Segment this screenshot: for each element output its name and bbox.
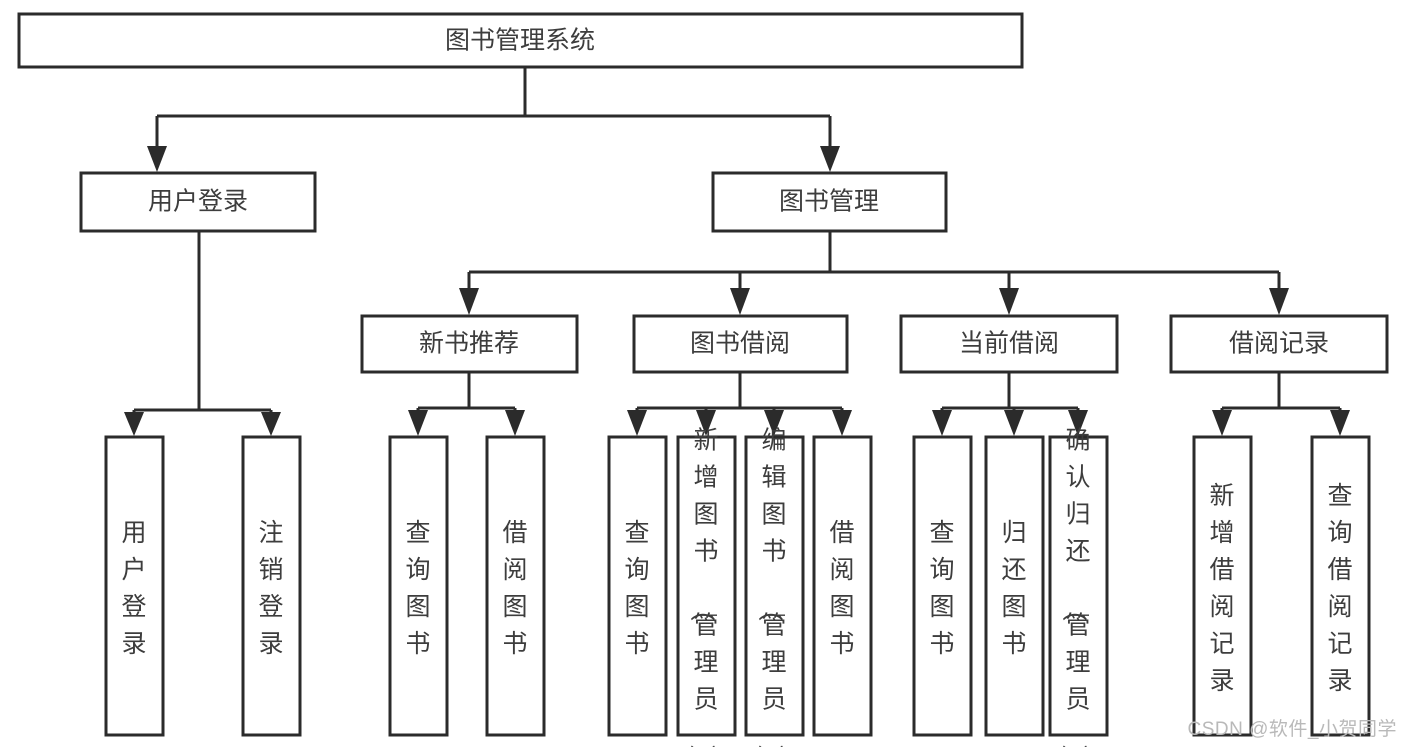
node-leaf-query-book-2[interactable]: 查询图书 — [607, 435, 668, 737]
arrow-head-leaf-edit-book — [764, 410, 784, 436]
node-borrow-record-label: 借阅记录 — [1229, 330, 1329, 358]
arrow-head-leaf-add-record — [1212, 410, 1232, 436]
arrow-head-leaf-query-book-2 — [627, 410, 647, 436]
node-user-login-box[interactable] — [79, 171, 317, 233]
node-leaf-borrow-book-2-label: 借阅图书 — [829, 519, 854, 658]
node-borrow-record-box[interactable] — [1169, 314, 1389, 374]
node-new-book-recommend[interactable]: 新书推荐 — [360, 314, 579, 374]
arrow-head-leaf-query-book-1 — [408, 410, 428, 436]
node-leaf-query-book-3[interactable]: 查询图书 — [912, 435, 973, 737]
connector-layer — [124, 67, 1350, 436]
arrow-head-borrow-record — [1269, 288, 1289, 315]
node-leaf-confirm-return-label: 确认归还（管理员） — [1059, 426, 1090, 747]
node-leaf-user-login-box[interactable] — [104, 435, 165, 737]
node-leaf-query-book-2-label: 查询图书 — [624, 519, 649, 658]
node-root-box[interactable] — [17, 12, 1024, 69]
node-leaf-query-record-label: 查询借阅记录 — [1327, 482, 1352, 695]
node-leaf-user-logout[interactable]: 注销登录 — [241, 435, 302, 737]
node-leaf-confirm-return-box[interactable] — [1048, 435, 1109, 737]
node-leaf-add-record-box[interactable] — [1192, 435, 1253, 737]
arrow-head-leaf-user-logout — [261, 412, 281, 436]
node-leaf-query-book-1-box[interactable] — [388, 435, 449, 737]
node-leaf-query-book-3-box[interactable] — [912, 435, 973, 737]
node-leaf-borrow-book-2-box[interactable] — [812, 435, 873, 737]
node-user-login-label: 用户登录 — [148, 188, 248, 216]
arrow-head-current-borrow — [999, 288, 1019, 315]
node-leaf-return-book-label: 归还图书 — [1001, 519, 1026, 658]
node-new-book-recommend-label: 新书推荐 — [419, 330, 519, 358]
node-leaf-add-record[interactable]: 新增借阅记录 — [1192, 435, 1253, 737]
node-leaf-borrow-book-1-label: 借阅图书 — [502, 519, 527, 658]
node-current-borrow-label: 当前借阅 — [959, 330, 1059, 358]
node-book-borrow-label: 图书借阅 — [690, 330, 790, 358]
node-current-borrow[interactable]: 当前借阅 — [899, 314, 1119, 374]
node-book-management-box[interactable] — [711, 171, 948, 233]
node-leaf-add-book-box[interactable] — [676, 435, 737, 737]
node-leaf-query-book-1-label: 查询图书 — [405, 519, 430, 658]
node-leaf-edit-book-label: 编辑图书（管理员） — [755, 426, 786, 747]
arrow-head-leaf-return-book — [1004, 410, 1024, 436]
node-leaf-borrow-book-1[interactable]: 借阅图书 — [485, 435, 546, 737]
node-new-book-recommend-box[interactable] — [360, 314, 579, 374]
arrow-head-book-borrow — [730, 288, 750, 315]
node-book-management-label: 图书管理 — [779, 188, 879, 216]
arrow-head-book-management — [820, 146, 840, 172]
node-leaf-user-logout-box[interactable] — [241, 435, 302, 737]
arrow-head-leaf-query-record — [1330, 410, 1350, 436]
node-leaf-query-book-2-box[interactable] — [607, 435, 668, 737]
node-root[interactable]: 图书管理系统 — [17, 12, 1024, 69]
node-leaf-query-record[interactable]: 查询借阅记录 — [1310, 435, 1371, 737]
node-leaf-return-book[interactable]: 归还图书 — [984, 435, 1045, 737]
node-book-management[interactable]: 图书管理 — [711, 171, 948, 233]
node-leaf-edit-book[interactable]: 编辑图书（管理员） — [744, 426, 805, 747]
arrow-head-new-book-recommend — [459, 288, 479, 315]
node-leaf-add-record-label: 新增借阅记录 — [1209, 482, 1234, 695]
node-leaf-add-book-label: 新增图书（管理员） — [687, 426, 718, 747]
arrow-head-leaf-confirm-return — [1068, 410, 1088, 436]
node-leaf-borrow-book-2[interactable]: 借阅图书 — [812, 435, 873, 737]
node-leaf-user-logout-label: 注销登录 — [258, 519, 283, 658]
node-borrow-record[interactable]: 借阅记录 — [1169, 314, 1389, 374]
arrow-head-leaf-user-login — [124, 412, 144, 436]
node-leaf-add-book[interactable]: 新增图书（管理员） — [676, 426, 737, 747]
node-book-borrow[interactable]: 图书借阅 — [632, 314, 849, 374]
node-leaf-user-login[interactable]: 用户登录 — [104, 435, 165, 737]
arrow-head-leaf-query-book-3 — [932, 410, 952, 436]
arrow-head-leaf-borrow-book-1 — [505, 410, 525, 436]
node-leaf-confirm-return[interactable]: 确认归还（管理员） — [1048, 426, 1109, 747]
arrow-head-leaf-add-book — [696, 410, 716, 436]
node-leaf-query-book-1[interactable]: 查询图书 — [388, 435, 449, 737]
node-leaf-borrow-book-1-box[interactable] — [485, 435, 546, 737]
node-leaf-return-book-box[interactable] — [984, 435, 1045, 737]
node-leaf-query-record-box[interactable] — [1310, 435, 1371, 737]
node-user-login[interactable]: 用户登录 — [79, 171, 317, 233]
arrow-head-user-login — [147, 146, 167, 172]
node-leaf-user-login-label: 用户登录 — [121, 519, 146, 658]
arrow-head-leaf-borrow-book-2 — [832, 410, 852, 436]
node-leaf-query-book-3-label: 查询图书 — [929, 519, 954, 658]
node-root-label: 图书管理系统 — [445, 27, 595, 55]
node-leaf-edit-book-box[interactable] — [744, 435, 805, 737]
node-book-borrow-box[interactable] — [632, 314, 849, 374]
node-current-borrow-box[interactable] — [899, 314, 1119, 374]
